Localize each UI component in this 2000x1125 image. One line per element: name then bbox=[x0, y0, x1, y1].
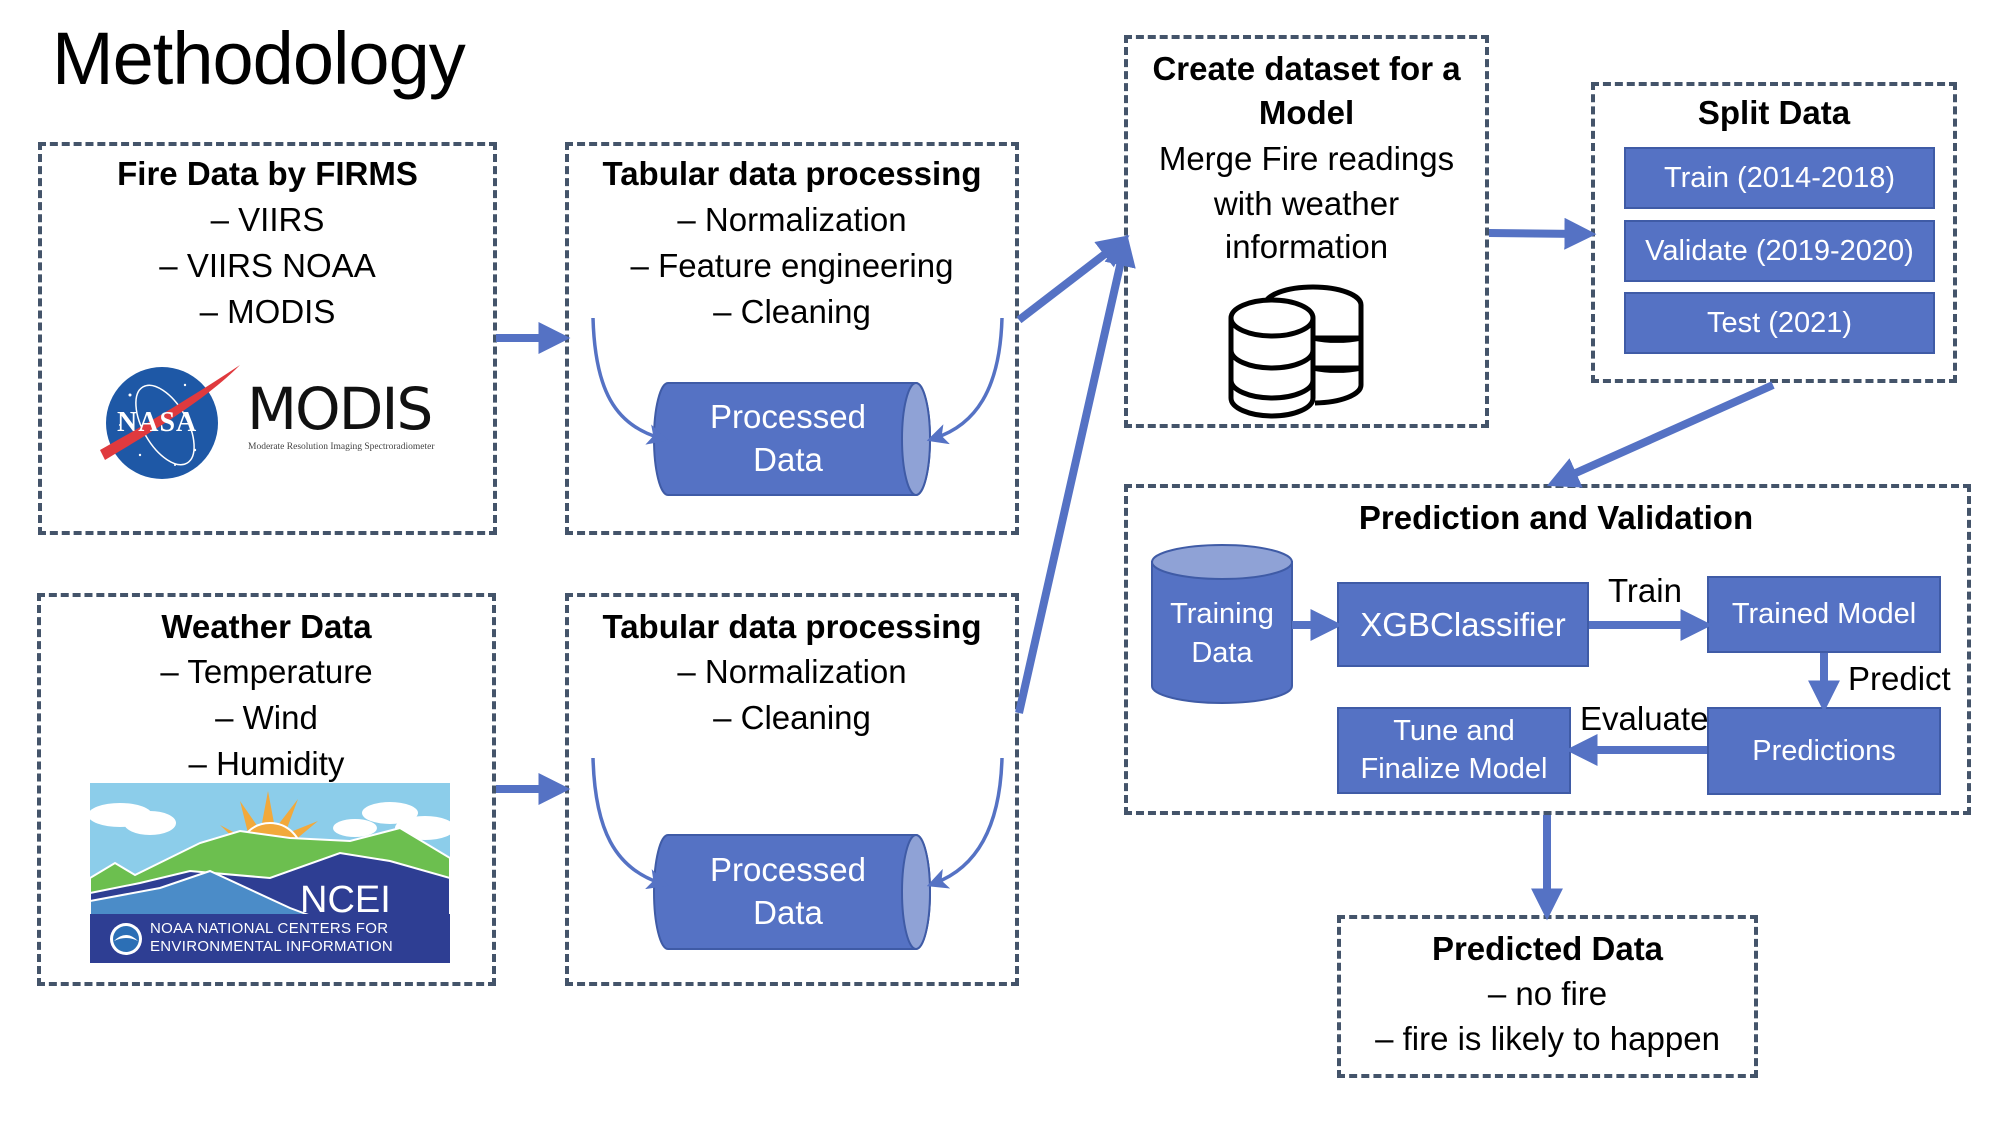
weather-data-heading: Weather Data bbox=[161, 608, 372, 645]
arrow-tabular-fire-to-dataset bbox=[1016, 235, 1130, 324]
predicted-data-item: – no fire bbox=[1487, 975, 1608, 1012]
create-dataset-line: Merge Fire readings bbox=[1158, 140, 1455, 177]
processed-data-fire-line1: Processed bbox=[710, 398, 866, 435]
predicted-data-item: – fire is likely to happen bbox=[1375, 1020, 1720, 1057]
fire-data-item: – MODIS bbox=[199, 293, 336, 330]
ncei-logo-text: NCEI bbox=[300, 879, 391, 921]
weather-data-item: – Wind bbox=[215, 699, 318, 736]
predictions-label: Predictions bbox=[1752, 734, 1896, 767]
predictions-block: Predictions bbox=[1707, 707, 1941, 795]
prediction-heading: Prediction and Validation bbox=[1358, 499, 1754, 536]
ncei-logo: NCEI NOAA NATIONAL CENTERS FOR ENVIRONME… bbox=[90, 783, 450, 963]
tune-label-line2: Finalize Model bbox=[1360, 752, 1548, 785]
edge-label-evaluate: Evaluate bbox=[1580, 700, 1709, 737]
tabular-fire-heading: Tabular data processing bbox=[602, 155, 982, 192]
tabular-weather-item: – Normalization bbox=[677, 653, 907, 690]
split-test-label: Test (2021) bbox=[1706, 306, 1853, 339]
fire-data-box bbox=[38, 142, 497, 535]
split-test-block: Test (2021) bbox=[1624, 292, 1935, 354]
xgbclassifier-block: XGBClassifier bbox=[1337, 582, 1589, 667]
processed-data-weather-line1: Processed bbox=[710, 851, 866, 888]
tabular-weather-heading: Tabular data processing bbox=[602, 608, 982, 645]
edge-label-predict: Predict bbox=[1848, 660, 1951, 697]
split-train-block: Train (2014-2018) bbox=[1624, 147, 1935, 209]
split-validate-label: Validate (2019-2020) bbox=[1645, 234, 1914, 267]
page-title: Methodology bbox=[52, 17, 466, 100]
split-data-heading: Split Data bbox=[1697, 94, 1851, 131]
xgbclassifier-label: XGBClassifier bbox=[1360, 605, 1566, 643]
split-train-label: Train (2014-2018) bbox=[1663, 161, 1896, 194]
processed-data-fire-line2: Data bbox=[753, 440, 823, 478]
modis-subtitle: Moderate Resolution Imaging Spectroradio… bbox=[248, 442, 435, 452]
training-data-label: Training Data bbox=[1152, 595, 1292, 673]
tune-finalize-block: Tune and Finalize Model bbox=[1337, 707, 1571, 794]
split-validate-block: Validate (2019-2020) bbox=[1624, 220, 1935, 282]
tabular-weather-item: – Cleaning bbox=[713, 699, 871, 736]
nasa-meatball-icon bbox=[100, 365, 240, 479]
trained-model-label: Trained Model bbox=[1731, 598, 1917, 630]
training-data-line2: Data bbox=[1191, 637, 1253, 670]
fire-data-heading: Fire Data by FIRMS bbox=[117, 155, 418, 192]
processed-data-weather-label: Processed Data bbox=[660, 849, 916, 935]
weather-data-item: – Temperature bbox=[160, 653, 373, 690]
edge-label-train: Train bbox=[1608, 572, 1682, 609]
tabular-fire-item: – Feature engineering bbox=[630, 247, 954, 284]
fire-data-item: – VIIRS bbox=[210, 201, 325, 238]
create-dataset-line: with weather bbox=[1213, 185, 1400, 222]
arrow-tabular-weather-to-dataset bbox=[1015, 233, 1136, 714]
weather-data-item: – Humidity bbox=[188, 745, 345, 782]
processed-data-weather-line2: Data bbox=[753, 893, 823, 931]
ncei-logo-line2: ENVIRONMENTAL INFORMATION bbox=[150, 938, 394, 955]
training-data-line1: Training bbox=[1170, 598, 1274, 630]
arrow-dataset-to-split bbox=[1488, 217, 1597, 250]
create-dataset-heading-line1: Create dataset for a bbox=[1152, 50, 1461, 87]
nasa-modis-logo: NASA MODIS Moderate Resolution Imaging S… bbox=[95, 355, 445, 490]
predicted-data-heading: Predicted Data bbox=[1431, 930, 1664, 967]
nasa-logo-text: NASA bbox=[117, 407, 198, 438]
ncei-logo-line1: NOAA NATIONAL CENTERS FOR bbox=[150, 920, 389, 937]
database-icon bbox=[1225, 280, 1375, 425]
arrow-split-to-prediction bbox=[1546, 381, 1775, 488]
create-dataset-line: information bbox=[1224, 228, 1389, 265]
create-dataset-box bbox=[1124, 35, 1489, 428]
tabular-fire-item: – Cleaning bbox=[713, 293, 871, 330]
weather-data-box bbox=[37, 593, 496, 986]
trained-model-block: Trained Model bbox=[1707, 576, 1941, 653]
modis-logo-text: MODIS bbox=[247, 375, 433, 443]
processed-data-fire-label: Processed Data bbox=[660, 396, 916, 482]
ncei-landscape-icon bbox=[90, 783, 450, 963]
create-dataset-heading-line2: Model bbox=[1258, 94, 1355, 131]
tune-label-line1: Tune and bbox=[1393, 714, 1515, 747]
tabular-fire-item: – Normalization bbox=[677, 201, 907, 238]
fire-data-item: – VIIRS NOAA bbox=[159, 247, 376, 284]
